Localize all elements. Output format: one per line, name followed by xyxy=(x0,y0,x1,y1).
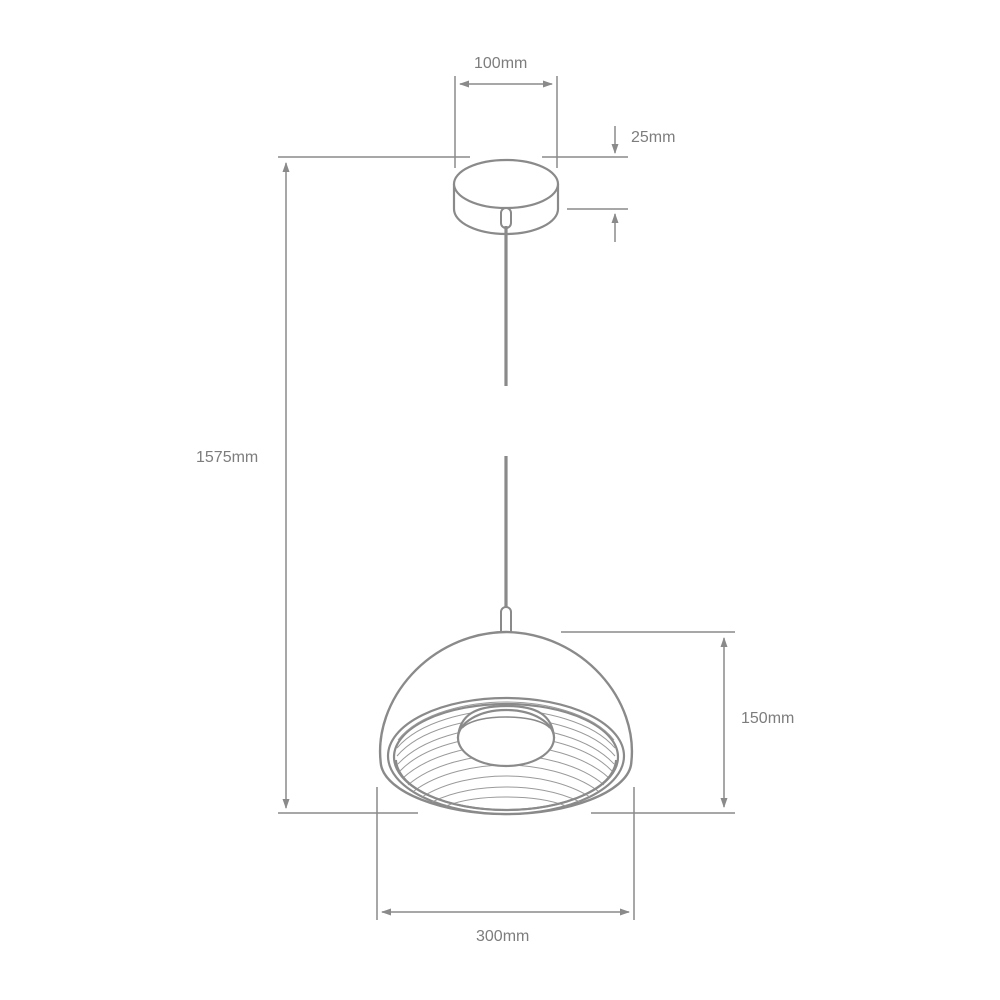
overall-drop-dimension xyxy=(278,156,470,814)
canopy-width-label: 100mm xyxy=(474,55,528,72)
cable-grip-bottom xyxy=(500,606,512,632)
canopy-height-label: 25mm xyxy=(631,129,676,146)
shade-height-dimension xyxy=(561,631,735,814)
shade-diameter-dimension xyxy=(376,787,635,920)
shade-height-label: 150mm xyxy=(741,710,795,727)
lamp-socket xyxy=(456,704,556,768)
cable-grip-top xyxy=(500,207,512,229)
shade-diameter-label: 300mm xyxy=(476,928,530,945)
overall-drop-label: 1575mm xyxy=(196,449,259,466)
reflector-inner-edge xyxy=(395,759,617,812)
canopy-width-dimension xyxy=(454,76,558,168)
canopy-height-dimension xyxy=(542,126,628,242)
